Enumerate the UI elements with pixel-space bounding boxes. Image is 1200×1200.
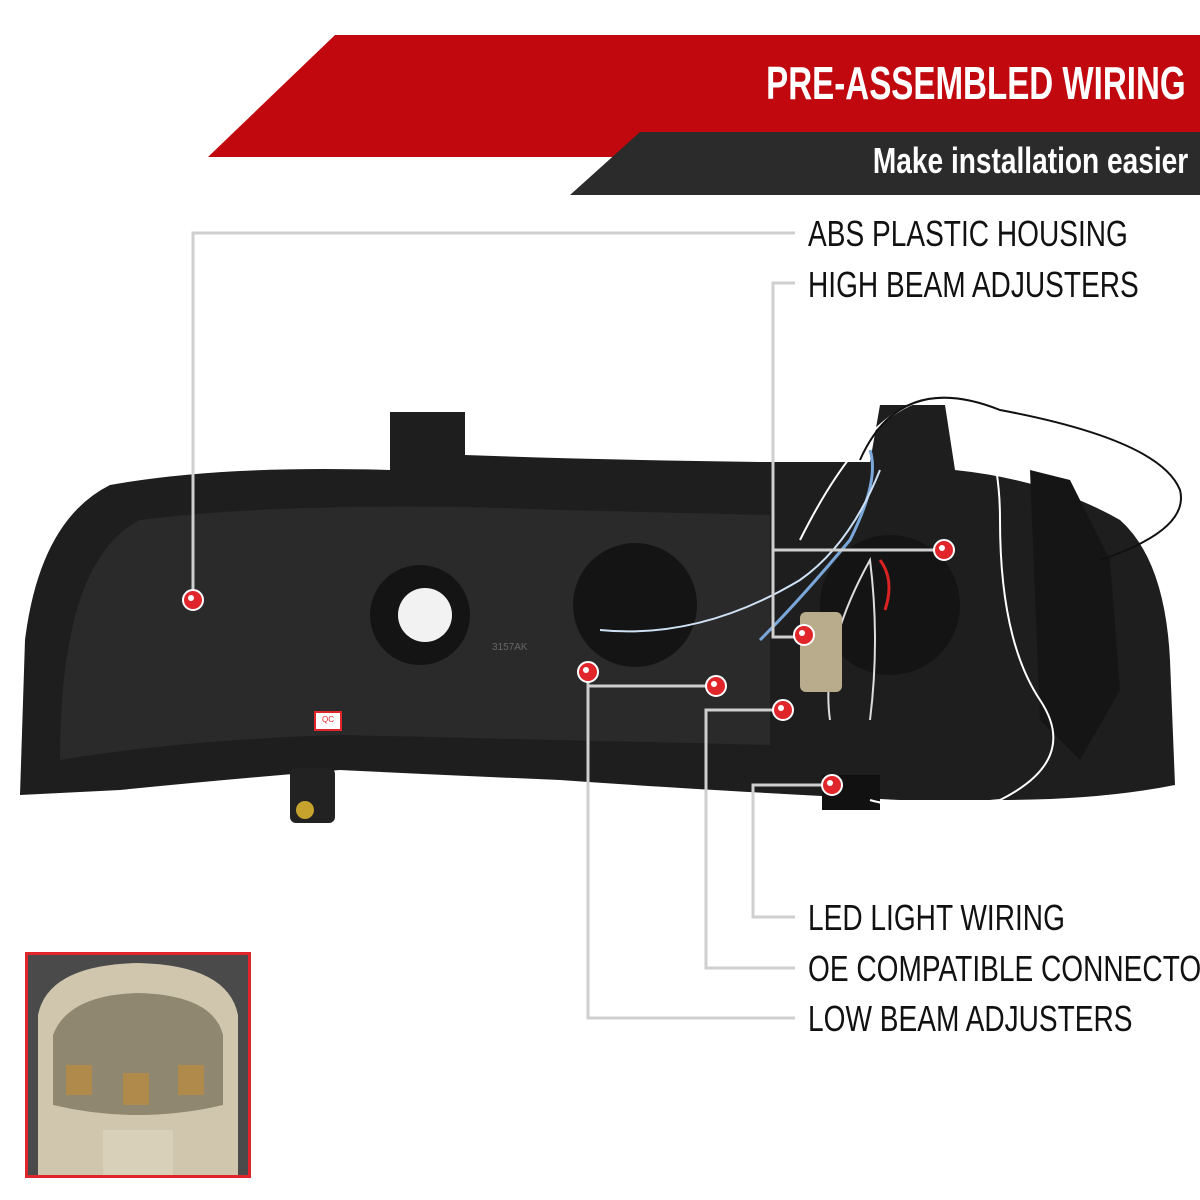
headlamp-housing: QC 3157AK [20, 396, 1182, 823]
callout-high-beam-adjusters: HIGH BEAM ADJUSTERS [808, 264, 1139, 305]
marker-high-beam-1 [933, 539, 955, 561]
marker-low-beam-2 [705, 675, 727, 697]
callout-abs-housing: ABS PLASTIC HOUSING [808, 213, 1128, 254]
callout-led-wiring: LED LIGHT WIRING [808, 897, 1065, 938]
part-marking: 3157AK [492, 642, 528, 653]
marker-high-beam-2 [793, 624, 815, 646]
callout-oe-connector: OE COMPATIBLE CONNECTOR [808, 948, 1200, 989]
subtitle-banner [570, 132, 1200, 195]
callout-lines [191, 231, 944, 1020]
banner-subtitle: Make installation easier [872, 140, 1188, 181]
marker-abs-housing [182, 589, 204, 611]
marker-connector [772, 699, 794, 721]
title-banner [208, 35, 1200, 157]
connector-closeup-image [28, 955, 248, 1175]
callout-markers [182, 539, 955, 796]
marker-low-beam-1 [577, 661, 599, 683]
marker-led-wiring [821, 774, 843, 796]
callout-low-beam-adjusters: LOW BEAM ADJUSTERS [808, 998, 1133, 1039]
connector-closeup-inset [25, 952, 251, 1178]
qc-sticker: QC [322, 715, 334, 724]
banner-title: PRE-ASSEMBLED WIRING [766, 57, 1186, 109]
